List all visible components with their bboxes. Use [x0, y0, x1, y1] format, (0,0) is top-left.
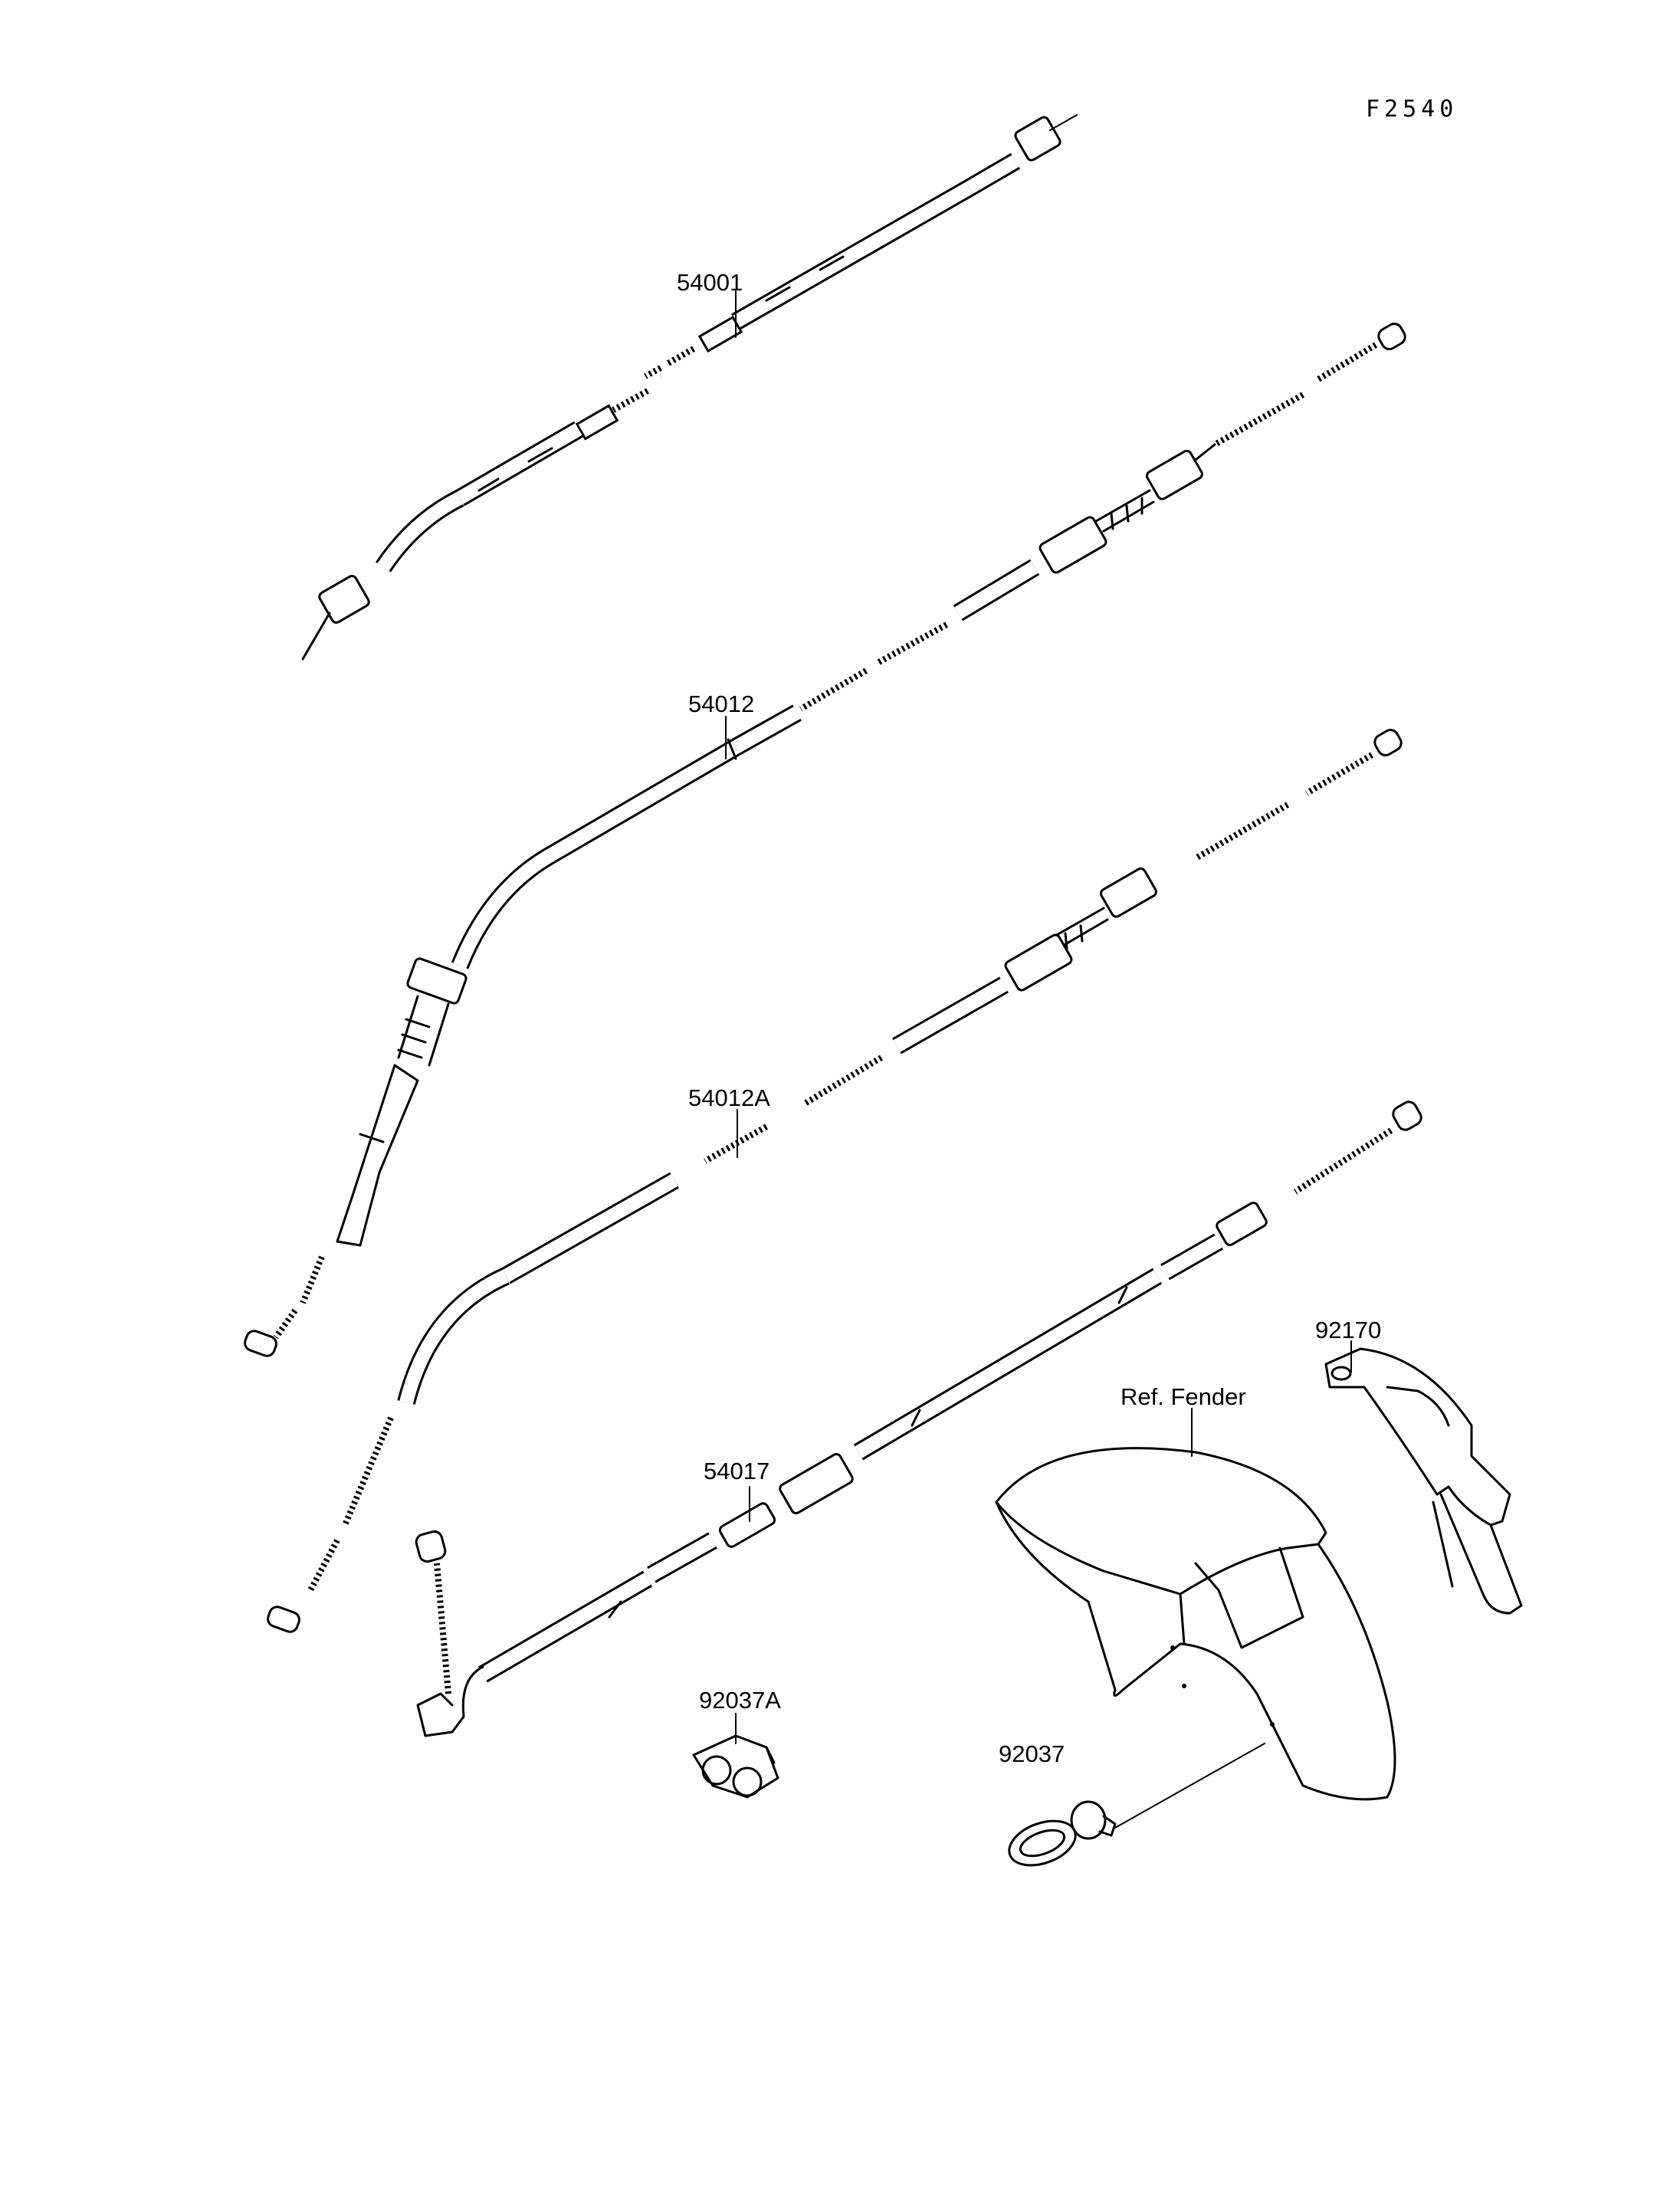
label-54017: 54017: [704, 1458, 770, 1484]
throttle-cable-close[interactable]: [266, 727, 1404, 1634]
label-ref-fender: Ref. Fender: [1121, 1383, 1246, 1410]
leader-lines: [725, 290, 1352, 1744]
label-92170: 92170: [1315, 1317, 1382, 1343]
label-92037A: 92037A: [699, 1687, 781, 1714]
speedometer-cable-top-nut: [1014, 116, 1061, 162]
cable-clamp[interactable]: [1003, 1743, 1265, 1874]
cable-clamp-double[interactable]: [692, 1734, 779, 1799]
bracket[interactable]: [1324, 1347, 1523, 1615]
speedometer-cable[interactable]: [301, 114, 1078, 661]
label-54001: 54001: [677, 269, 743, 296]
speedometer-cable-bottom-nut: [318, 575, 370, 624]
label-54012: 54012: [688, 690, 755, 717]
label-54012A: 54012A: [688, 1084, 770, 1111]
diagram-code: F2540: [1366, 96, 1459, 123]
clutch-cable[interactable]: [415, 1099, 1424, 1737]
label-92037: 92037: [999, 1740, 1065, 1767]
front-fender: [995, 1447, 1396, 1801]
throttle-cable-open[interactable]: [243, 321, 1408, 1358]
